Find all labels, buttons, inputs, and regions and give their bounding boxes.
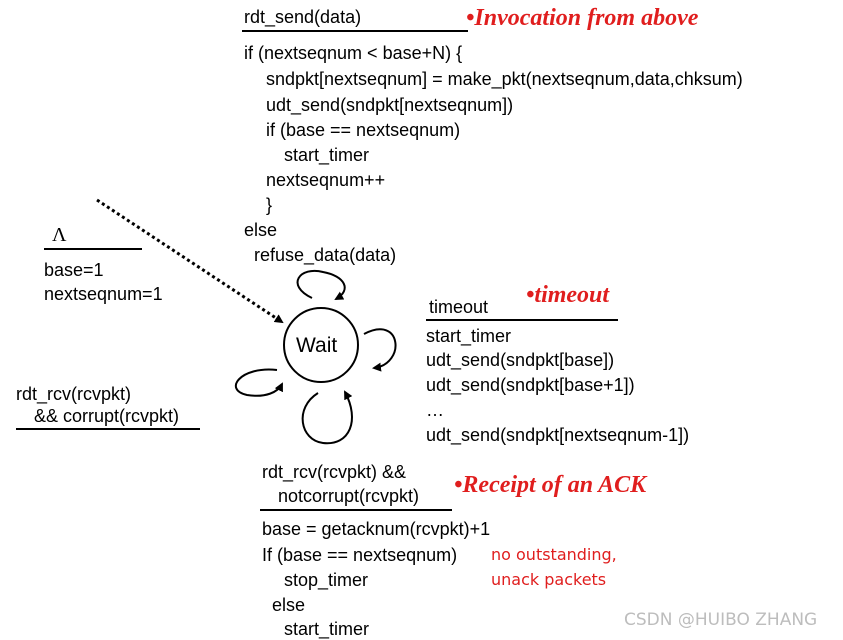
send-line: nextseqnum++ xyxy=(266,170,386,190)
send-line: refuse_data(data) xyxy=(254,245,397,265)
timeout-line: udt_send(sndpkt[base]) xyxy=(426,350,615,370)
timeout-event-label: timeout xyxy=(429,297,489,317)
self-loop-left xyxy=(234,368,283,397)
self-loop-right xyxy=(363,328,397,372)
ack-note-line: no outstanding, xyxy=(491,545,617,564)
timeout-line: udt_send(sndpkt[base+1]) xyxy=(426,375,635,395)
ack-event-line: rdt_rcv(rcvpkt) && xyxy=(262,462,407,482)
send-line: else xyxy=(244,220,278,240)
ack-line: start_timer xyxy=(284,619,370,639)
init-line: nextseqnum=1 xyxy=(44,284,163,304)
send-event-rule xyxy=(242,30,468,32)
ack-line: else xyxy=(272,595,306,615)
send-line: if (nextseqnum < base+N) { xyxy=(244,43,463,63)
timeout-caption: •timeout xyxy=(526,282,610,308)
timeout-line: udt_send(sndpkt[nextseqnum-1]) xyxy=(426,425,690,445)
init-lambda-label: Λ xyxy=(52,224,67,246)
self-loop-bottom xyxy=(301,390,353,445)
ack-note-line: unack packets xyxy=(491,570,607,589)
ack-rule xyxy=(260,509,452,511)
timeout-line: … xyxy=(426,400,444,420)
corrupt-line: && corrupt(rcvpkt) xyxy=(34,406,180,426)
init-arrow xyxy=(96,198,284,324)
ack-line: base = getacknum(rcvpkt)+1 xyxy=(262,519,491,539)
send-line: sndpkt[nextseqnum] = make_pkt(nextseqnum… xyxy=(266,69,743,89)
self-loop-top xyxy=(296,269,346,300)
send-caption: •Invocation from above xyxy=(466,5,699,31)
timeout-rule xyxy=(426,319,618,321)
send-line: udt_send(sndpkt[nextseqnum]) xyxy=(266,95,514,115)
send-line: if (base == nextseqnum) xyxy=(266,120,461,140)
ack-line: stop_timer xyxy=(284,570,369,590)
ack-line: If (base == nextseqnum) xyxy=(262,545,458,565)
send-event-label: rdt_send(data) xyxy=(244,7,362,27)
ack-event-line: notcorrupt(rcvpkt) xyxy=(278,486,420,506)
init-rule xyxy=(44,248,142,250)
timeout-line: start_timer xyxy=(426,326,512,346)
wait-state-circle xyxy=(283,307,359,383)
send-line: } xyxy=(266,195,273,215)
corrupt-line: rdt_rcv(rcvpkt) xyxy=(16,384,132,404)
send-line: start_timer xyxy=(284,145,370,165)
corrupt-rule xyxy=(16,428,200,430)
wait-state-label: Wait xyxy=(296,334,338,357)
watermark: CSDN @HUIBO ZHANG xyxy=(624,610,818,630)
init-line: base=1 xyxy=(44,260,104,280)
ack-caption: •Receipt of an ACK xyxy=(454,472,647,498)
